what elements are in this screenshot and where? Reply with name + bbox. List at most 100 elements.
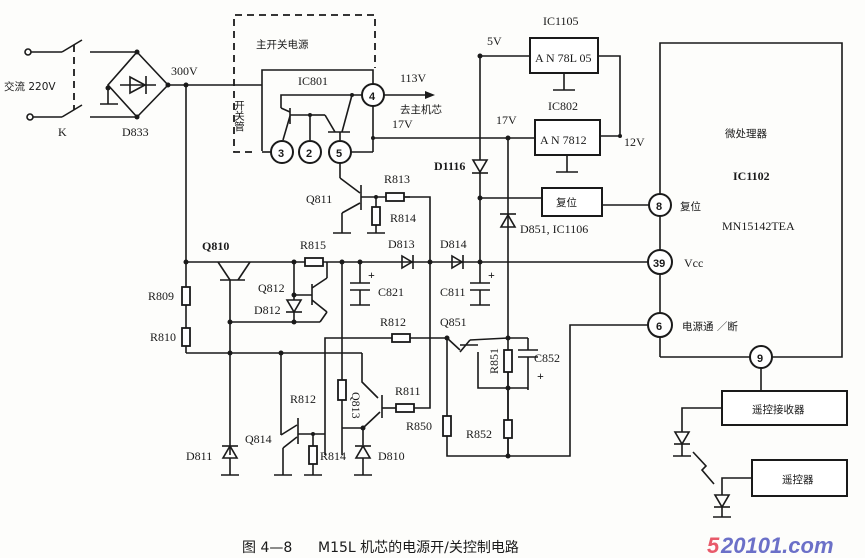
- q810-label: Q810: [202, 239, 229, 253]
- diode-d814: [451, 254, 464, 270]
- ac-220v-label: 交流 220V: [4, 80, 56, 93]
- watermark-prefix: 5: [707, 533, 720, 558]
- r812b-label: R812: [290, 392, 316, 406]
- r814a-label: R814: [390, 211, 416, 225]
- rail-5v-label: 5V: [487, 34, 502, 48]
- svg-text:4: 4: [369, 91, 376, 103]
- diode-d813: [401, 254, 414, 270]
- svg-text:6: 6: [656, 321, 662, 333]
- q812-label: Q812: [258, 281, 285, 295]
- ir-signal-icon: [692, 451, 715, 485]
- q813-label: Q813: [349, 392, 363, 419]
- svg-text:39: 39: [653, 258, 665, 270]
- rail-17v-label: 17V: [496, 113, 517, 127]
- svg-text:9: 9: [757, 353, 763, 365]
- svg-text:3: 3: [278, 148, 284, 160]
- r810-label: R810: [150, 330, 176, 344]
- main-psu-title: 主开关电源: [256, 38, 309, 51]
- svg-text:2: 2: [306, 148, 312, 160]
- q810-q812-area: Q810 Q812 D812 R815 + C821: [183, 237, 495, 455]
- watermark: 5 20101.com: [707, 533, 834, 558]
- mcu-pin-8: [648, 193, 672, 217]
- ic1105-part: A N 78L 05: [535, 51, 592, 65]
- r809-label: R809: [148, 289, 174, 303]
- svg-text:+: +: [368, 268, 375, 282]
- resistor-r813: [385, 192, 405, 202]
- ic802-label: IC802: [548, 99, 578, 113]
- ic802-part: A N 7812: [540, 133, 587, 147]
- out-113v-label: 113V: [400, 71, 427, 85]
- remote-control-label: 遥控器: [782, 473, 814, 486]
- figure-number: 图 4—8: [242, 540, 292, 556]
- d810-label: D810: [378, 449, 405, 463]
- diode-d1116: D1116: [434, 159, 489, 262]
- r813-label: R813: [384, 172, 410, 186]
- q814-label: Q814: [245, 432, 272, 446]
- main-switching-psu: 主开关电源 开关管 IC801 3 2 5 4: [233, 14, 385, 164]
- mcu-ic1102: 微处理器 IC1102 MN15142TEA 8 复位 39 Vcc 6 电源通…: [647, 42, 843, 369]
- ic801-label: IC801: [298, 74, 328, 88]
- mcu-pin-39-label: Vcc: [684, 256, 703, 270]
- mcu-name: 微处理器: [725, 127, 767, 140]
- r815-label: R815: [300, 238, 326, 252]
- svg-text:+: +: [537, 369, 544, 383]
- resistor-r814b: [308, 445, 318, 465]
- remote-receiver-label: 遥控接收器: [752, 403, 805, 416]
- resistor-r811: [395, 403, 415, 413]
- resistor-r852: [503, 419, 513, 439]
- resistor-r850: [442, 415, 452, 437]
- d814-label: D814: [440, 237, 467, 251]
- c852-label: C852: [534, 351, 560, 365]
- ac-input: 交流 220V K: [4, 39, 137, 139]
- q811-label: Q811: [306, 192, 332, 206]
- regulators: 5V 17V IC1105 A N 78L 05 IC802 A N 7812 …: [477, 14, 645, 455]
- bridge-rectifier-d833: D833: [100, 49, 171, 139]
- reset-block-label: 复位: [556, 196, 577, 209]
- mcu-pin-8-label: 复位: [680, 200, 701, 213]
- r809-r810: R809 R810: [148, 286, 362, 356]
- q851-label: Q851: [440, 315, 467, 329]
- switch-k-label: K: [58, 125, 67, 139]
- remote-section: 遥控接收器 遥控器: [673, 368, 848, 518]
- q851-area: R812 Q851 C852 + R851 R852 R850: [324, 315, 648, 459]
- reset-block: 复位 D851, IC1106: [480, 187, 649, 236]
- remote-receiver-box: [721, 390, 848, 426]
- resistor-r810: [181, 327, 191, 347]
- r814b-label: R814: [320, 449, 346, 463]
- mcu-part: MN15142TEA: [722, 219, 795, 233]
- resistor-r814a: [371, 206, 381, 226]
- figure-title: M15L 机芯的电源开/关控制电路: [318, 540, 519, 556]
- ic801-pin-2: [298, 140, 322, 164]
- svg-text:8: 8: [656, 201, 662, 213]
- d851-ic1106-label: D851, IC1106: [520, 222, 588, 236]
- q813-q814-area: R812 R814 Q814 D811 Q813 R811: [186, 262, 431, 476]
- r811-label: R811: [395, 384, 421, 398]
- resistor-r815: [304, 257, 324, 267]
- watermark-suffix: 20101.com: [720, 533, 834, 558]
- svg-text:5: 5: [336, 148, 342, 160]
- out-113v-dest: 去主机芯: [400, 103, 442, 116]
- ic802-box: [534, 119, 601, 156]
- ic1105-label: IC1105: [543, 14, 579, 28]
- rail-12v-label: 12V: [624, 135, 645, 149]
- d813-label: D813: [388, 237, 415, 251]
- svg-text:+: +: [488, 268, 495, 282]
- r851-label: R851: [487, 348, 501, 374]
- mcu-ref: IC1102: [733, 169, 770, 183]
- resistor-r809: [181, 286, 191, 306]
- resistor-r812a: [391, 333, 411, 343]
- c821-label: C821: [378, 285, 404, 299]
- d833-label: D833: [122, 125, 149, 139]
- r812a-label: R812: [380, 315, 406, 329]
- resistor-r851: [503, 349, 513, 373]
- r850-label: R850: [406, 419, 432, 433]
- d812-label: D812: [254, 303, 281, 317]
- switch-tube-label: 开关管: [233, 100, 245, 132]
- transistor-q811: Q811 R813 R814: [306, 163, 431, 262]
- out-17v-label: 17V: [392, 117, 413, 131]
- rail-300v-label: 300V: [171, 64, 198, 78]
- remote-control-box: [751, 459, 848, 497]
- mcu-pin-6-label: 电源通 ／断: [682, 320, 738, 333]
